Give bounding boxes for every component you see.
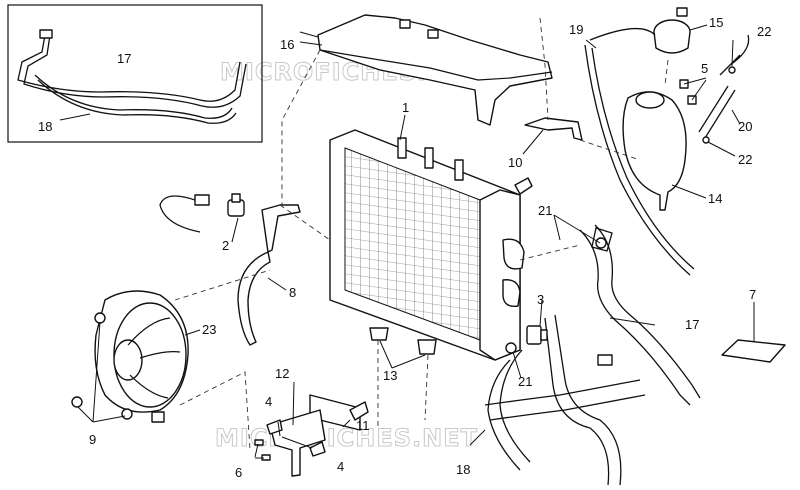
callout-10: 10 <box>508 155 522 170</box>
callout-20: 20 <box>738 119 752 134</box>
part-4-clip-b <box>309 441 326 457</box>
hose-19-line <box>584 44 691 276</box>
callout-5: 5 <box>701 61 708 76</box>
callout-11: 11 <box>356 418 370 433</box>
sensor-wire <box>159 195 201 233</box>
callout-2: 2 <box>222 238 229 253</box>
part-1-radiator <box>329 129 533 361</box>
part-15-reservoir-cap <box>653 7 691 54</box>
part-11-lower-bracket <box>309 394 369 431</box>
callout-14: 14 <box>708 191 722 206</box>
alignment-dashes <box>174 17 669 451</box>
hose-18-lower <box>487 349 531 471</box>
connector-right <box>597 354 613 366</box>
callout-15: 15 <box>709 15 723 30</box>
watermark-bottom: MICROFICHES.NET <box>215 424 478 452</box>
callout-19: 19 <box>569 22 583 37</box>
callout-4-upper: 4 <box>265 394 272 409</box>
clamp-22-a <box>728 66 736 74</box>
part-14-expansion-tank <box>622 91 687 211</box>
callout-18-lower: 18 <box>456 462 470 477</box>
clamp-21-b <box>505 342 517 354</box>
callout-6: 6 <box>235 465 242 480</box>
part-2-sensor <box>227 193 245 217</box>
clamp-22-b <box>702 136 710 144</box>
part-10-mount-bracket <box>524 117 583 141</box>
hose-19 <box>589 27 656 41</box>
callout-22-upper: 22 <box>757 24 771 39</box>
callout-13: 13 <box>383 368 397 383</box>
callout-21-lower: 21 <box>518 374 532 389</box>
part-23-cooling-fan <box>94 290 189 423</box>
callout-1: 1 <box>402 100 409 115</box>
callout-12: 12 <box>275 366 289 381</box>
callout-7: 7 <box>749 287 756 302</box>
screw-6-a <box>254 439 264 446</box>
part-13-grommet-a <box>369 327 389 341</box>
hose-20 <box>704 34 750 139</box>
clamp-21-a <box>595 237 607 249</box>
callout-17-inset: 17 <box>117 51 131 66</box>
part-8-support-bracket <box>237 204 301 346</box>
part-7-rubber-pad <box>721 339 786 363</box>
connector-left <box>194 194 210 206</box>
nut-9-b <box>71 396 83 408</box>
callout-leaders <box>59 24 755 459</box>
part-13-grommet-b <box>417 339 437 355</box>
callout-9: 9 <box>89 432 96 447</box>
callout-23: 23 <box>202 322 216 337</box>
nut-9-c <box>121 408 133 420</box>
part-3-thermoswitch <box>526 325 548 345</box>
callout-18-inset: 18 <box>38 119 52 134</box>
callout-17-right: 17 <box>685 317 699 332</box>
hose-17-right <box>579 229 691 406</box>
callout-21-upper: 21 <box>538 203 552 218</box>
callout-8: 8 <box>289 285 296 300</box>
callout-3: 3 <box>537 292 544 307</box>
callout-16: 16 <box>280 37 294 52</box>
nut-9-a <box>94 312 106 324</box>
inset-hose-detail <box>7 4 263 143</box>
callout-4-lower: 4 <box>337 459 344 474</box>
callout-22-lower: 22 <box>738 152 752 167</box>
part-16-upper-bracket <box>317 14 553 126</box>
